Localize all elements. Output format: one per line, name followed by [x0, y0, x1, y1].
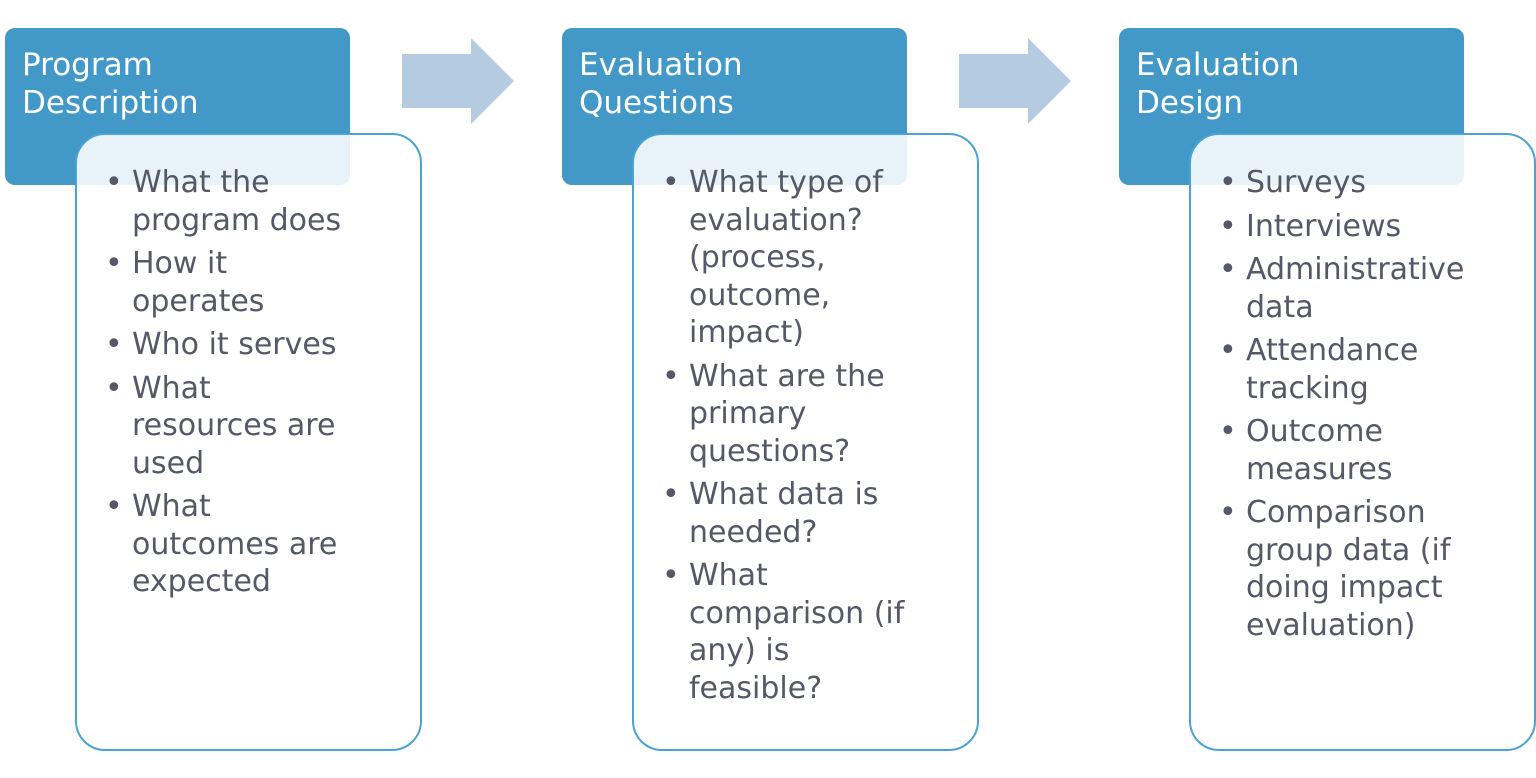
step-title-line: Design: [1136, 85, 1244, 121]
right-arrow-icon: [402, 38, 514, 124]
step-program-description: Program Description What the program doe…: [0, 0, 540, 778]
bullet-list: Surveys Interviews Administrative data A…: [1215, 164, 1534, 644]
step-title-line: Description: [22, 85, 199, 121]
list-item: Interviews: [1215, 208, 1534, 246]
step-evaluation-design: Evaluation Design Surveys Interviews Adm…: [1114, 0, 1536, 778]
list-item: What data is needed?: [658, 476, 977, 551]
bullet-list: What the program does How it operates Wh…: [101, 164, 420, 601]
list-item: How it operates: [101, 245, 420, 320]
list-item: What outcomes are expected: [101, 488, 420, 601]
step-title-line: Evaluation: [1136, 47, 1300, 83]
right-arrow-icon: [959, 38, 1071, 124]
list-item: What are the primary questions?: [658, 358, 977, 471]
step-card: What type of evaluation? (process, outco…: [632, 133, 979, 751]
step-card: Surveys Interviews Administrative data A…: [1189, 133, 1536, 751]
list-item: Attendance tracking: [1215, 332, 1534, 407]
step-title-line: Program: [22, 47, 153, 83]
step-card: What the program does How it operates Wh…: [75, 133, 422, 751]
step-evaluation-questions: Evaluation Questions What type of evalua…: [557, 0, 1097, 778]
list-item: Who it serves: [101, 326, 420, 364]
list-item: Surveys: [1215, 164, 1534, 202]
list-item: What comparison (if any) is feasible?: [658, 557, 977, 707]
step-title-line: Questions: [579, 85, 734, 121]
list-item: What type of evaluation? (process, outco…: [658, 164, 977, 352]
list-item: Comparison group data (if doing impact e…: [1215, 494, 1534, 644]
list-item: Outcome measures: [1215, 413, 1534, 488]
step-title-line: Evaluation: [579, 47, 743, 83]
list-item: Administrative data: [1215, 251, 1534, 326]
list-item: What resources are used: [101, 370, 420, 483]
list-item: What the program does: [101, 164, 420, 239]
bullet-list: What type of evaluation? (process, outco…: [658, 164, 977, 707]
